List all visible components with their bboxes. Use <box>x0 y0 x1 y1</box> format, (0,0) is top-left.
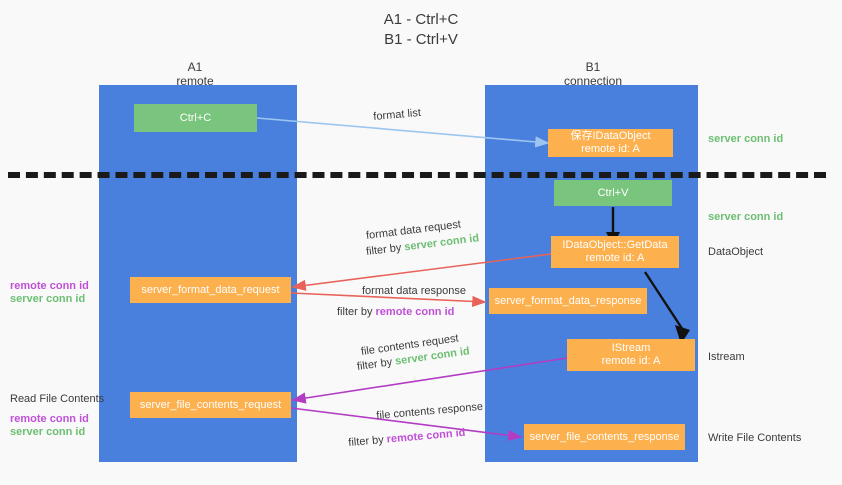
label-remote-conn-id-format: remote conn id <box>10 280 89 292</box>
column-header-a1: A1 remote <box>115 60 275 88</box>
node-istream-line1: IStream <box>611 342 651 354</box>
column-header-a1-name: A1 <box>187 60 203 74</box>
title-line-2: B1 - Ctrl+V <box>384 31 458 48</box>
edge-label-format-data-response: format data response <box>362 285 466 297</box>
node-idataobject-getdata-line1: IDataObject::GetData <box>562 239 668 251</box>
label-server-conn-id-format: server conn id <box>10 293 86 305</box>
edge-label-file-contents-response: file contents response <box>375 400 484 423</box>
label-read-file-contents: Read File Contents <box>10 393 105 405</box>
node-server-file-contents-response[interactable]: server_file_contents_response <box>524 424 685 450</box>
edge-label-format-data-response-filter-prefix: filter by <box>337 306 376 318</box>
node-server-format-data-response-label: server_format_data_response <box>494 294 642 307</box>
column-header-b1: B1 connection <box>513 60 673 88</box>
node-ctrl-c-label: Ctrl+C <box>179 111 212 124</box>
label-istream: Istream <box>708 351 745 363</box>
edge-label-format-data-request-filter-prefix: filter by <box>365 241 406 259</box>
column-header-a1-sub: remote <box>176 74 214 88</box>
node-istream-line2: remote id: A <box>601 355 661 367</box>
node-idataobject-getdata-line2: remote id: A <box>585 252 645 264</box>
column-header-b1-sub: connection <box>563 74 623 88</box>
node-store-idataobject[interactable]: 保存IDataObject remote id: A <box>548 129 673 157</box>
node-idataobject-getdata[interactable]: IDataObject::GetData remote id: A <box>551 236 679 268</box>
edge-label-file-contents-response-filter-value: remote conn id <box>386 426 466 446</box>
edge-label-file-contents-request-filter-prefix: filter by <box>356 355 397 374</box>
label-dataobject: DataObject <box>708 246 764 258</box>
node-server-file-contents-response-label: server_file_contents_response <box>529 430 680 443</box>
edge-label-file-contents-response-filter: filter by remote conn id <box>348 426 466 450</box>
node-server-file-contents-request[interactable]: server_file_contents_request <box>130 392 291 418</box>
node-server-file-contents-request-label: server_file_contents_request <box>139 398 282 411</box>
label-server-conn-id-second: server conn id <box>708 211 784 223</box>
node-ctrl-c[interactable]: Ctrl+C <box>134 104 257 132</box>
edge-label-format-list: format list <box>372 106 422 124</box>
label-write-file-contents: Write File Contents <box>708 432 802 444</box>
phase-divider <box>8 172 826 178</box>
node-istream[interactable]: IStream remote id: A <box>567 339 695 371</box>
column-header-b1-name: B1 <box>585 60 601 74</box>
label-server-conn-id-file: server conn id <box>10 426 86 438</box>
node-ctrl-v[interactable]: Ctrl+V <box>554 180 672 206</box>
node-server-format-data-response[interactable]: server_format_data_response <box>489 288 647 314</box>
label-server-conn-id-top: server conn id <box>708 133 784 145</box>
node-ctrl-v-label: Ctrl+V <box>597 186 629 199</box>
edge-label-format-data-response-filter-value: remote conn id <box>375 306 455 318</box>
edge-label-format-data-response-filter: filter by remote conn id <box>337 305 454 319</box>
node-server-format-data-request[interactable]: server_format_data_request <box>130 277 291 303</box>
edge-label-file-contents-response-filter-prefix: filter by <box>347 433 388 450</box>
node-store-idataobject-line2: remote id: A <box>581 143 640 155</box>
page-title: A1 - Ctrl+C B1 - Ctrl+V <box>0 10 842 50</box>
node-store-idataobject-line1: 保存IDataObject <box>570 130 651 142</box>
label-remote-conn-id-file: remote conn id <box>10 413 89 425</box>
node-server-format-data-request-label: server_format_data_request <box>141 283 280 296</box>
title-line-1: A1 - Ctrl+C <box>383 11 459 28</box>
